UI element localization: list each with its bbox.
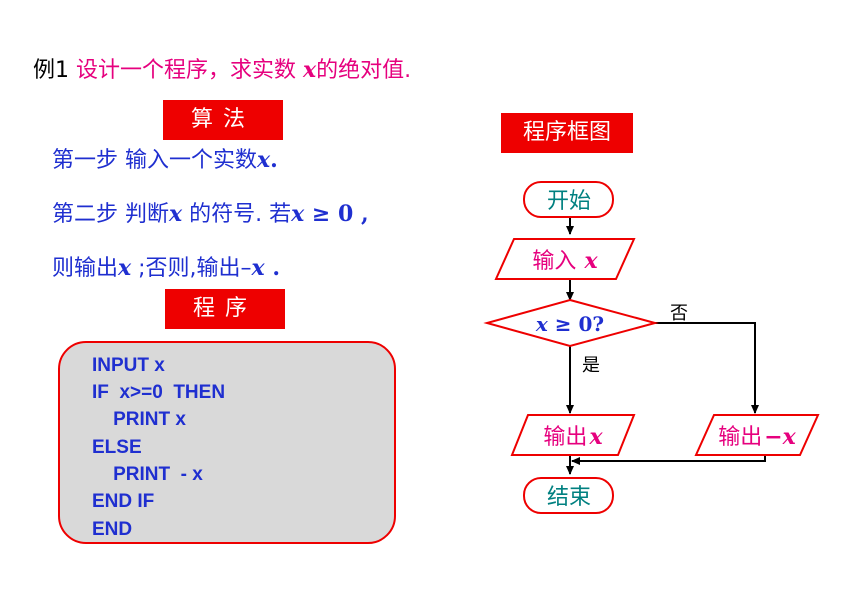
program-code-box	[58, 341, 396, 544]
code-line: PRINT - x	[92, 464, 203, 485]
output-x-box	[510, 414, 636, 456]
input-text: 输入	[532, 249, 576, 274]
output-neg-x-text: 输出	[718, 425, 762, 450]
step-2-end: ,	[353, 201, 369, 227]
step-1-text: 第一步 输入一个实数	[52, 148, 257, 173]
code-line: END	[92, 519, 133, 540]
step-2-cond: ≥ 0	[304, 201, 354, 227]
no-label: 否	[670, 303, 688, 324]
step-3-end: .	[264, 255, 280, 281]
example-text: 设计一个程序，求实数	[76, 58, 297, 83]
output-x-label: 输出x	[543, 424, 603, 450]
step-3-text: 则输出	[52, 256, 119, 281]
input-box	[494, 238, 636, 280]
decision-condition: ≥ 0?	[548, 312, 604, 336]
yes-label: 是	[582, 355, 600, 376]
decision-diamond	[483, 298, 659, 348]
code-line: PRINT x	[92, 409, 186, 430]
algorithm-step-2: 第二步 判断x 的符号. 若x ≥ 0 ,	[52, 196, 369, 228]
example-suffix: 的绝对值.	[316, 58, 412, 83]
input-var: x	[583, 248, 598, 274]
output-x-var: x	[588, 424, 603, 450]
end-label: 结束	[547, 485, 591, 510]
algorithm-label: 算法	[163, 100, 283, 140]
arrow-decision-no	[655, 322, 759, 414]
start-terminal	[523, 181, 614, 218]
step-3-middle: ;否则,输出–	[131, 256, 252, 281]
end-terminal	[523, 477, 614, 514]
code-line: IF x>=0 THEN	[92, 382, 226, 403]
example-variable: x	[303, 57, 317, 83]
program-label: 程序	[165, 289, 285, 329]
step-2-cond-var: x	[291, 201, 305, 227]
flow-connectors	[566, 217, 766, 475]
step-3-var: x	[118, 255, 132, 281]
output-x-text: 输出	[543, 425, 587, 450]
output-neg-x-label: 输出−x	[718, 424, 796, 450]
code-line: END IF	[92, 491, 155, 512]
step-1-end: .	[270, 147, 278, 173]
step-2-middle: 的符号. 若	[182, 202, 292, 227]
step-1-var: x	[257, 147, 271, 173]
start-label: 开始	[547, 189, 591, 214]
output-neg-x-var: −x	[764, 424, 796, 450]
algorithm-step-3: 则输出x ;否则,输出–x .	[52, 250, 280, 282]
step-2-text: 第二步 判断	[52, 202, 169, 227]
step-2-var: x	[169, 201, 183, 227]
code-line: ELSE	[92, 437, 142, 458]
step-3-var2: x	[251, 255, 265, 281]
output-neg-x-box	[694, 414, 820, 456]
decision-label: x ≥ 0?	[535, 312, 604, 336]
example-title: 例1 设计一个程序，求实数 x的绝对值.	[33, 52, 411, 84]
flowchart-label: 程序框图	[501, 113, 633, 153]
algorithm-step-1: 第一步 输入一个实数x.	[52, 142, 278, 174]
input-label: 输入 x	[532, 248, 598, 274]
code-line: INPUT x	[92, 355, 165, 376]
arrow-output2-to-end	[571, 455, 766, 465]
decision-var: x	[535, 312, 549, 336]
example-number: 例1	[33, 58, 69, 83]
